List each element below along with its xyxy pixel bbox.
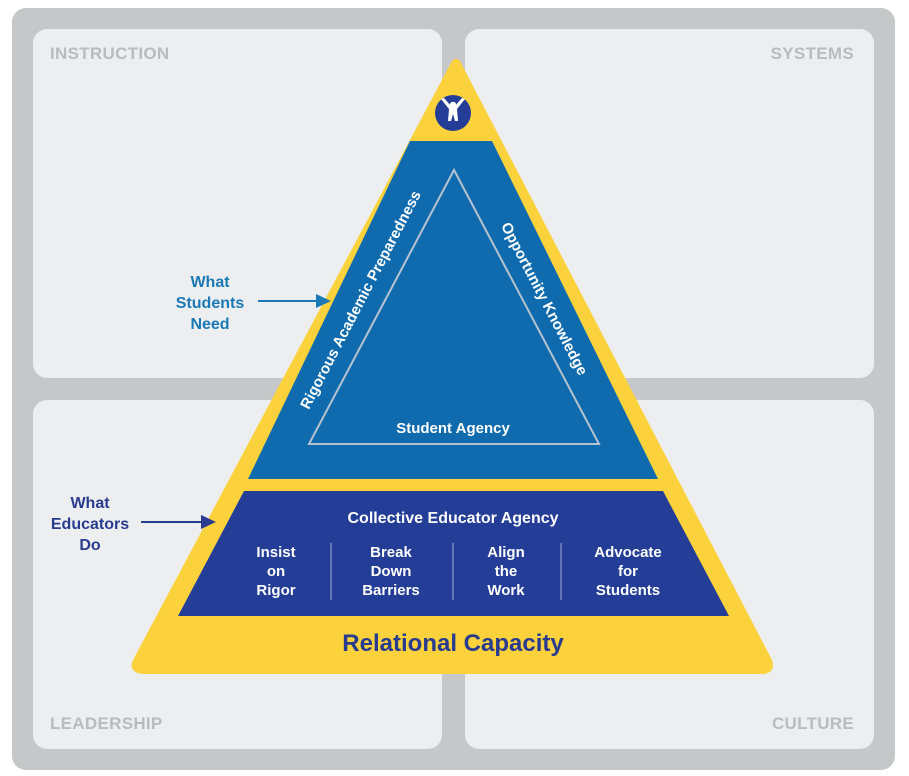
students-label-line-2: Students [175, 295, 245, 312]
logo [435, 95, 471, 131]
what-students-need-label: What Students Need [160, 272, 260, 335]
column-align-line-2: the [495, 563, 518, 580]
student-agency-text: Student Agency [396, 420, 510, 437]
culture-label: CULTURE [771, 714, 854, 733]
column-insist-line-1: Insist [256, 544, 295, 561]
educators-label-line-1: What [70, 495, 110, 512]
column-insist-line-3: Rigor [256, 582, 295, 599]
column-break-line-3: Barriers [362, 582, 420, 599]
students-label-line-3: Need [190, 316, 230, 333]
educators-arrow [141, 515, 216, 529]
column-break-line-2: Down [371, 563, 412, 580]
educator-band-title: Collective Educator Agency [347, 510, 558, 527]
leadership-label: LEADERSHIP [50, 714, 163, 733]
student-cheering-icon [441, 98, 465, 121]
column-advocate-line-3: Students [596, 582, 660, 599]
educators-label-line-2: Educators [50, 516, 130, 533]
column-align-line-1: Align [487, 544, 525, 561]
column-break-line-1: Break [370, 544, 412, 561]
column-advocate-line-1: Advocate [594, 544, 662, 561]
students-label-line-1: What [190, 274, 230, 291]
inner-triangle [307, 167, 601, 445]
upper-blue-section [248, 141, 658, 479]
relational-capacity-text: Relational Capacity [342, 630, 564, 657]
systems-label: SYSTEMS [770, 44, 854, 63]
column-align-line-3: Work [487, 582, 525, 599]
instruction-label: INSTRUCTION [50, 44, 170, 63]
students-arrow [258, 294, 331, 308]
column-advocate-line-2: for [618, 563, 638, 580]
educators-label-line-3: Do [79, 537, 101, 554]
what-educators-do-label: What Educators Do [38, 493, 142, 556]
column-insist-line-2: on [267, 563, 285, 580]
